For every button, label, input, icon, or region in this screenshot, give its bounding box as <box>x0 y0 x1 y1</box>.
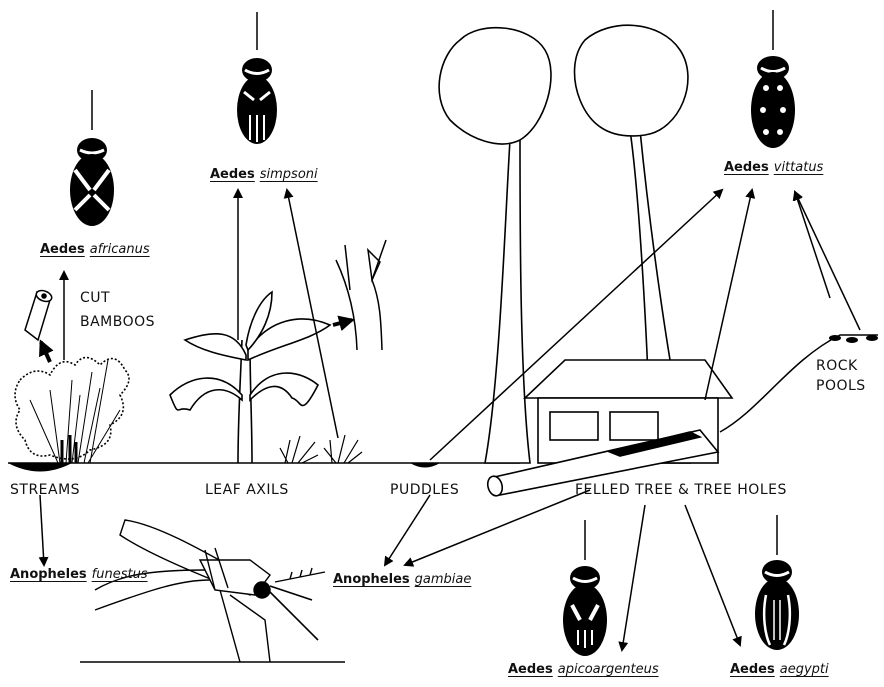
label-streams: STREAMS <box>10 482 80 498</box>
arrow-felled-gambiae <box>405 490 590 565</box>
cut-bamboo-tube <box>25 289 53 340</box>
broken-trunk <box>336 240 386 350</box>
bamboo-bush <box>15 358 129 464</box>
arrow-rock-vittatus-1 <box>795 192 830 298</box>
label-leaf-axils: LEAF AXILS <box>205 482 289 498</box>
arrow-rock-vittatus-2 <box>795 192 860 330</box>
label-cut-bamboos-1: CUT <box>80 290 110 306</box>
label-felled-tree: FELLED TREE & TREE HOLES <box>575 482 787 498</box>
arrow-felled-aegypti <box>685 505 740 645</box>
arrow-banana-small <box>333 320 352 325</box>
label-cut-bamboos-2: BAMBOOS <box>80 314 155 330</box>
label-rock-pools-1: ROCK <box>816 358 858 374</box>
stream-water <box>8 463 72 472</box>
arrow-felled-apicoargenteus <box>622 505 645 650</box>
arrow-streams-funestus <box>40 495 44 565</box>
larva-vittatus <box>751 10 795 148</box>
anopheles-adult <box>80 520 345 662</box>
arrow-puddles-gambiae <box>385 495 430 565</box>
arrow-treehole-vittatus <box>705 190 752 400</box>
arrow-bamboo-small <box>41 342 50 362</box>
grass-tufts <box>280 435 362 463</box>
label-puddles: PUDDLES <box>390 482 459 498</box>
larva-apicoargenteus <box>563 520 607 656</box>
larva-aegypti <box>755 515 799 650</box>
rock-pools <box>829 335 878 343</box>
label-rock-pools-2: POOLS <box>816 378 866 394</box>
ground-line <box>8 335 878 463</box>
banana-plant <box>170 292 330 463</box>
larva-simpsoni <box>237 12 277 144</box>
arrow-leaf-simpsoni-2 <box>287 190 338 438</box>
larva-africanus <box>70 90 114 226</box>
puddle-water <box>410 463 440 468</box>
